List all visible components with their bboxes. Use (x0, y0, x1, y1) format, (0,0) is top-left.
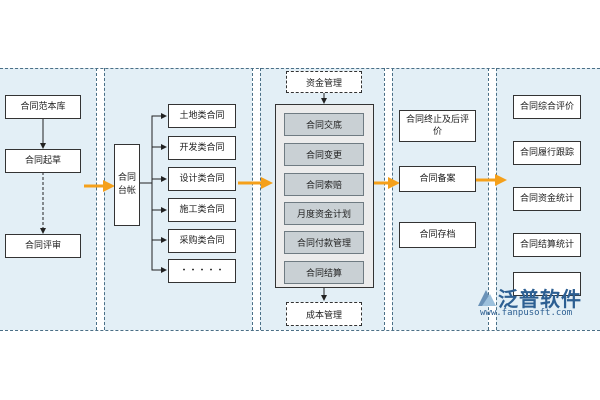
divider-7 (488, 68, 489, 330)
contract-template-library: 合同范本库 (5, 95, 81, 119)
contract-drafting: 合同起草 (5, 149, 81, 173)
divider-8 (496, 68, 497, 330)
contract-type-1: 开发类合同 (168, 136, 236, 160)
divider-2 (104, 68, 105, 330)
top-border (0, 68, 600, 69)
divider-3 (252, 68, 253, 330)
contract-archive: 合同存档 (399, 222, 476, 248)
contract-type-3: 施工类合同 (168, 198, 236, 222)
divider-5 (384, 68, 385, 330)
fanpu-logo-url: www.fanpusoft.com (480, 308, 573, 318)
statistics-item-4 (513, 272, 581, 296)
fanpu-logo-text: 泛普软件 (498, 287, 582, 311)
contract-ledger-label: 合同台帐 (118, 173, 137, 196)
execution-item-4: 合同付款管理 (284, 231, 364, 254)
execution-item-1: 合同变更 (284, 143, 364, 166)
contract-filing: 合同备案 (399, 166, 476, 192)
execution-item-0: 合同交底 (284, 113, 364, 136)
statistics-item-3: 合同结算统计 (513, 233, 581, 257)
divider-6 (392, 68, 393, 330)
contract-review: 合同评审 (5, 234, 81, 258)
fanpu-logo-icon (478, 290, 496, 306)
execution-item-3: 月度资金计划 (284, 202, 364, 225)
contract-ledger: 合同台帐 (114, 144, 140, 226)
statistics-item-2: 合同资金统计 (513, 187, 581, 211)
execution-item-5: 合同结算 (284, 261, 364, 284)
statistics-item-0: 合同综合评价 (513, 95, 581, 119)
fund-management: 资金管理 (286, 71, 362, 93)
contract-type-4: 采购类合同 (168, 229, 236, 253)
execution-item-2: 合同索赔 (284, 173, 364, 196)
bottom-border (0, 330, 600, 331)
divider-4 (260, 68, 261, 330)
contract-type-0: 土地类合同 (168, 104, 236, 128)
contract-termination-evaluation: 合同终止及后评价 (399, 110, 476, 142)
bracket-line (151, 113, 167, 183)
contract-type-5: ・・・・・ (168, 259, 236, 283)
divider-1 (96, 68, 97, 330)
statistics-item-1: 合同履行跟踪 (513, 141, 581, 165)
cost-management: 成本管理 (286, 302, 362, 326)
contract-type-2: 设计类合同 (168, 167, 236, 191)
